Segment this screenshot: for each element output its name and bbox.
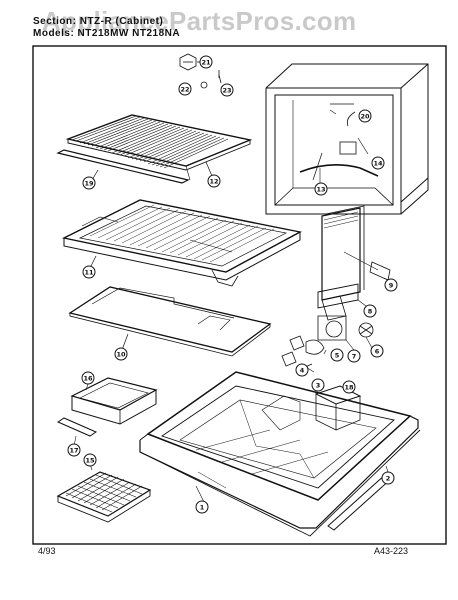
models-label: Models: NT218MW NT218NA (33, 28, 181, 39)
callout-number: 22 (180, 85, 189, 93)
callout-bubble (311, 378, 325, 392)
crisper-cover-shelf (61, 199, 303, 287)
section-label: Section: NTZ-R (Cabinet) (33, 16, 164, 27)
callout-bubble (207, 174, 221, 188)
callout-bubble (195, 500, 209, 514)
ice-cube-tray (56, 463, 152, 523)
callout-number: 19 (84, 179, 94, 187)
callout-bubble (81, 371, 95, 385)
callout-bubble (178, 82, 192, 96)
callout-number: 18 (344, 383, 354, 391)
callout-17: 17 (67, 443, 81, 457)
callout-16: 16 (81, 371, 95, 385)
callout-6: 6 (370, 344, 384, 358)
callout-bubble (347, 349, 361, 363)
callout-number: 15 (85, 456, 95, 464)
callout-bubble (82, 176, 96, 190)
callout-number: 4 (300, 366, 305, 374)
callout-bubble (114, 347, 128, 361)
callout-number: 12 (209, 177, 218, 185)
callout-bubble (220, 83, 234, 97)
callout-number: 23 (222, 86, 231, 94)
callout-15: 15 (83, 453, 97, 467)
callout-14: 14 (371, 156, 385, 170)
crisper-glass-panel (68, 286, 272, 357)
callout-number: 5 (335, 351, 340, 359)
watermark-text: AppliancePartsPros.com (42, 6, 357, 36)
callout-23: 23 (220, 83, 234, 97)
cabinet-liner (265, 63, 429, 215)
callout-bubble (381, 471, 395, 485)
small-parts-group (179, 53, 222, 89)
callout-number: 21 (201, 58, 211, 66)
callout-number: 1 (200, 503, 205, 511)
callout-number: 10 (116, 350, 126, 358)
leader-10 (121, 333, 129, 351)
dairy-tray (70, 377, 158, 425)
callout-number: 6 (375, 347, 380, 355)
callout-bubble (342, 380, 356, 394)
base-pan (139, 371, 421, 537)
callout-3: 3 (311, 378, 325, 392)
leader-12 (205, 161, 213, 177)
callout-bubble (363, 304, 377, 318)
footer-page-code: A43-223 (374, 546, 409, 556)
callout-13: 13 (314, 182, 328, 196)
footer-date: 4/93 (38, 546, 56, 556)
callout-bubble (358, 109, 372, 123)
callout-20: 20 (358, 109, 372, 123)
callout-bubble (384, 278, 398, 292)
callout-number: 17 (69, 446, 78, 454)
callout-bubble (199, 55, 213, 69)
callout-21: 21 (199, 55, 213, 69)
callout-bubble (295, 363, 309, 377)
callout-bubble (330, 348, 344, 362)
callout-number: 13 (316, 185, 325, 193)
callout-number: 8 (368, 307, 373, 315)
callout-19: 19 (82, 176, 96, 190)
callout-4: 4 (295, 363, 309, 377)
callout-number: 9 (389, 281, 394, 289)
callout-bubble (314, 182, 328, 196)
callout-18: 18 (342, 380, 356, 394)
callout-number: 20 (360, 112, 370, 120)
callout-bubble (82, 265, 96, 279)
callout-number: 16 (83, 374, 93, 382)
callout-5: 5 (330, 348, 344, 362)
callout-22: 22 (178, 82, 192, 96)
callout-bubble (83, 453, 97, 467)
callout-bubble (67, 443, 81, 457)
callout-11: 11 (82, 265, 96, 279)
callout-10: 10 (114, 347, 128, 361)
callout-number: 14 (373, 159, 383, 167)
callout-bubble (371, 156, 385, 170)
callout-9: 9 (384, 278, 398, 292)
fan-assembly (281, 277, 389, 373)
callout-8: 8 (363, 304, 377, 318)
wire-shelf (56, 114, 253, 184)
callout-number: 3 (316, 381, 321, 389)
callout-number: 7 (352, 352, 357, 360)
callout-2: 2 (381, 471, 395, 485)
callout-7: 7 (347, 349, 361, 363)
callout-bubble (370, 344, 384, 358)
callout-1: 1 (195, 500, 209, 514)
callout-12: 12 (207, 174, 221, 188)
callout-number: 2 (386, 474, 391, 482)
callout-number: 11 (84, 268, 94, 276)
diagram-frame (32, 45, 447, 545)
